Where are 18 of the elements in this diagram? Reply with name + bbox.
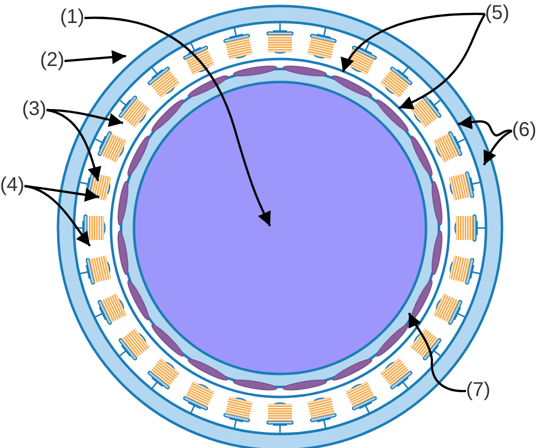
callout-number: (2) [40, 49, 64, 71]
leader-line [64, 50, 126, 64]
callout-number: (3) [22, 98, 46, 120]
leader-line [398, 13, 486, 109]
leader-line [46, 108, 102, 182]
leader-line [408, 312, 466, 392]
leader-line [24, 184, 100, 202]
callout-number: (1) [60, 6, 84, 28]
leader-line [46, 108, 124, 127]
callout-number: (5) [485, 2, 510, 24]
leader-line [24, 184, 91, 247]
callout-number: (7) [466, 379, 490, 401]
leader-line [458, 115, 512, 136]
callout-number: (6) [512, 119, 536, 141]
leader-line [84, 16, 271, 226]
callout-number: (4) [0, 174, 24, 196]
leader-line [483, 130, 512, 166]
leader-line [342, 12, 485, 72]
